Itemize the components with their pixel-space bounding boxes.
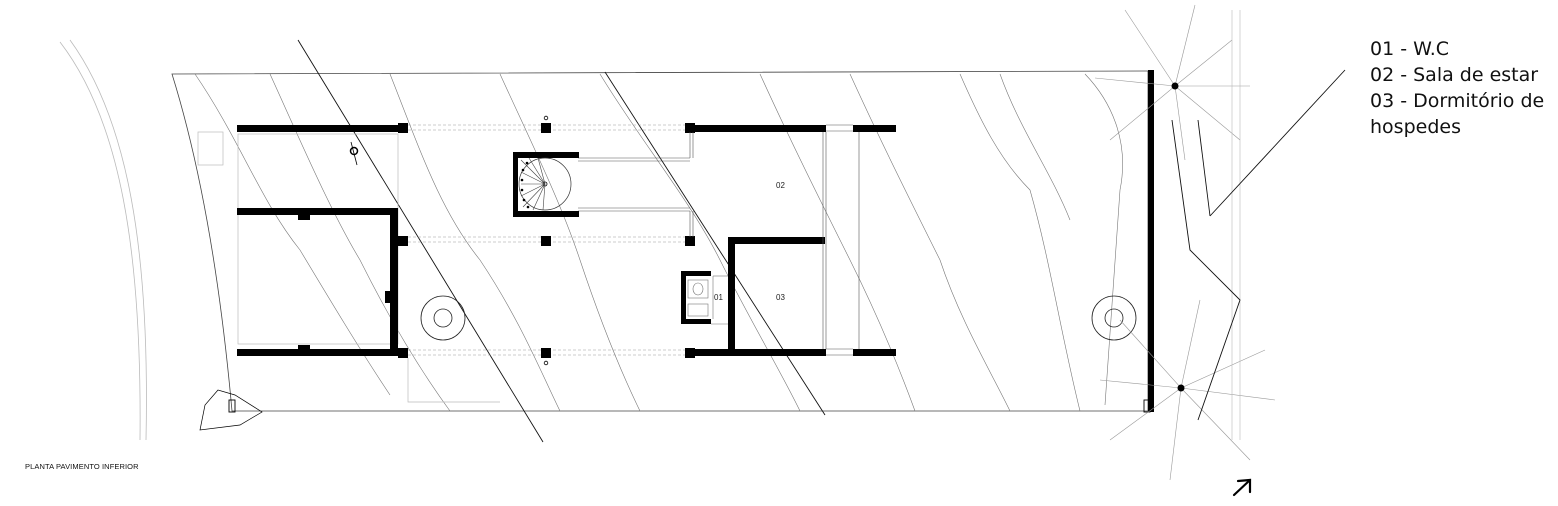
north-arrow-icon <box>1232 478 1252 497</box>
vegetation <box>1094 4 1276 481</box>
diagonal-lines <box>297 39 826 443</box>
street-curves <box>59 39 147 441</box>
walls <box>237 70 1154 412</box>
light-outlines <box>197 131 500 403</box>
markers <box>349 115 549 366</box>
legend-item-living: 02 - Sala de estar <box>1370 64 1539 86</box>
grid-lines <box>403 124 690 356</box>
plan-caption: PLANTA PAVIMENTO INFERIOR <box>25 462 139 471</box>
tree-centers <box>1171 82 1185 392</box>
access-path <box>1171 69 1346 421</box>
columns <box>298 123 695 358</box>
wc-room <box>681 271 728 325</box>
glazing <box>578 124 860 356</box>
spiral-staircase <box>513 152 579 217</box>
boundary-details <box>199 389 1151 431</box>
circular-planters <box>420 295 1137 341</box>
room-label-wc: 01 <box>714 293 723 302</box>
legend-item-wc: 01 - W.C <box>1370 38 1450 60</box>
room-label-bedroom: 03 <box>776 293 785 302</box>
lot-boundary <box>171 70 1149 412</box>
room-legend: 01 - W.C 02 - Sala de estar 03 - Dormitó… <box>1370 36 1555 140</box>
legend-item-bedroom: 03 - Dormitório de hospedes <box>1370 90 1545 138</box>
topography-lines <box>194 73 1123 412</box>
room-label-living: 02 <box>776 181 785 190</box>
